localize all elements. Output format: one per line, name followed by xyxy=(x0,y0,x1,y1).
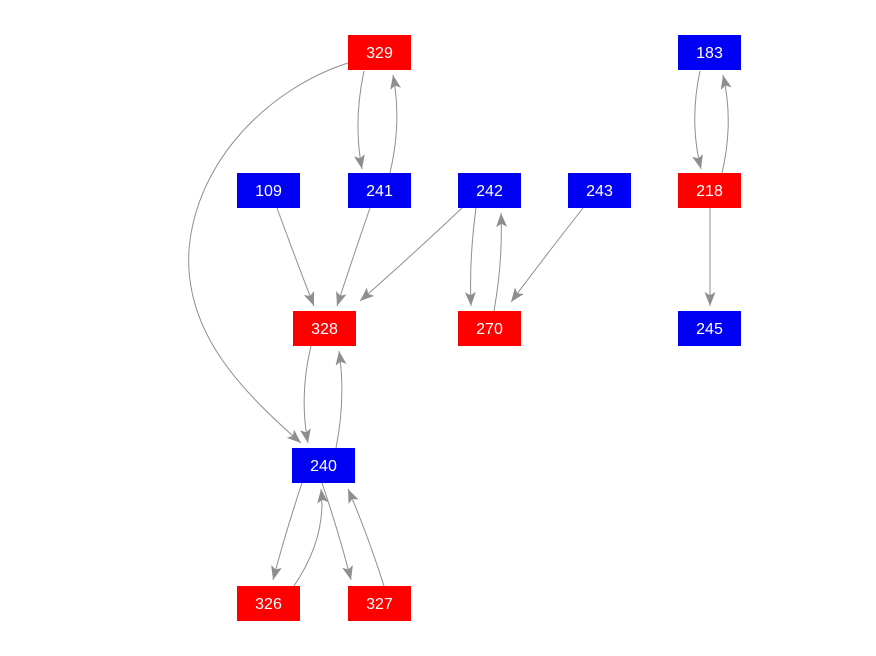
node-box-240 xyxy=(292,448,355,483)
node-240[interactable]: 240 xyxy=(292,448,355,483)
edge-241-328 xyxy=(336,207,371,307)
edges-layer xyxy=(188,62,732,587)
node-328[interactable]: 328 xyxy=(293,311,356,346)
node-270[interactable]: 270 xyxy=(458,311,521,346)
node-326[interactable]: 326 xyxy=(237,586,300,621)
edge-329-240 xyxy=(188,62,349,444)
node-box-183 xyxy=(678,35,741,70)
node-label-240: 240 xyxy=(310,458,337,475)
node-box-243 xyxy=(568,173,631,208)
edge-326-240 xyxy=(293,488,329,587)
node-label-218: 218 xyxy=(696,183,723,200)
node-label-327: 327 xyxy=(366,596,393,613)
node-label-328: 328 xyxy=(311,321,338,338)
edge-240-328 xyxy=(335,350,347,449)
node-label-242: 242 xyxy=(476,183,503,200)
node-box-328 xyxy=(293,311,356,346)
node-243[interactable]: 243 xyxy=(568,173,631,208)
edge-243-270 xyxy=(510,207,584,303)
edge-218-183 xyxy=(720,74,732,174)
edge-183-218 xyxy=(692,70,703,170)
node-183[interactable]: 183 xyxy=(678,35,741,70)
node-box-327 xyxy=(348,586,411,621)
edge-241-329 xyxy=(389,74,402,174)
edge-240-327 xyxy=(321,482,353,581)
node-218[interactable]: 218 xyxy=(678,173,741,208)
node-329[interactable]: 329 xyxy=(348,35,411,70)
edge-109-328 xyxy=(276,207,315,307)
node-box-245 xyxy=(678,311,741,346)
edge-242-328 xyxy=(359,207,463,302)
node-241[interactable]: 241 xyxy=(348,173,411,208)
node-label-243: 243 xyxy=(586,183,613,200)
node-label-245: 245 xyxy=(696,321,723,338)
node-label-183: 183 xyxy=(696,45,723,62)
edge-240-326 xyxy=(271,482,303,581)
node-label-241: 241 xyxy=(366,183,393,200)
node-box-329 xyxy=(348,35,411,70)
node-label-270: 270 xyxy=(476,321,503,338)
node-242[interactable]: 242 xyxy=(458,173,521,208)
nodes-layer: 329 183 109 241 242 243 218 328 270 245 240 326 327 xyxy=(237,35,741,621)
edge-328-240 xyxy=(299,345,312,444)
node-box-218 xyxy=(678,173,741,208)
edge-329-241 xyxy=(353,70,365,170)
node-109[interactable]: 109 xyxy=(237,173,300,208)
edge-270-242 xyxy=(493,212,508,312)
edge-242-270 xyxy=(464,207,477,307)
node-box-326 xyxy=(237,586,300,621)
node-box-241 xyxy=(348,173,411,208)
node-label-329: 329 xyxy=(366,45,393,62)
node-label-326: 326 xyxy=(255,596,282,613)
node-box-242 xyxy=(458,173,521,208)
node-box-270 xyxy=(458,311,521,346)
node-label-109: 109 xyxy=(255,183,282,200)
node-245[interactable]: 245 xyxy=(678,311,741,346)
node-box-109 xyxy=(237,173,300,208)
node-327[interactable]: 327 xyxy=(348,586,411,621)
edge-327-240 xyxy=(347,488,385,587)
